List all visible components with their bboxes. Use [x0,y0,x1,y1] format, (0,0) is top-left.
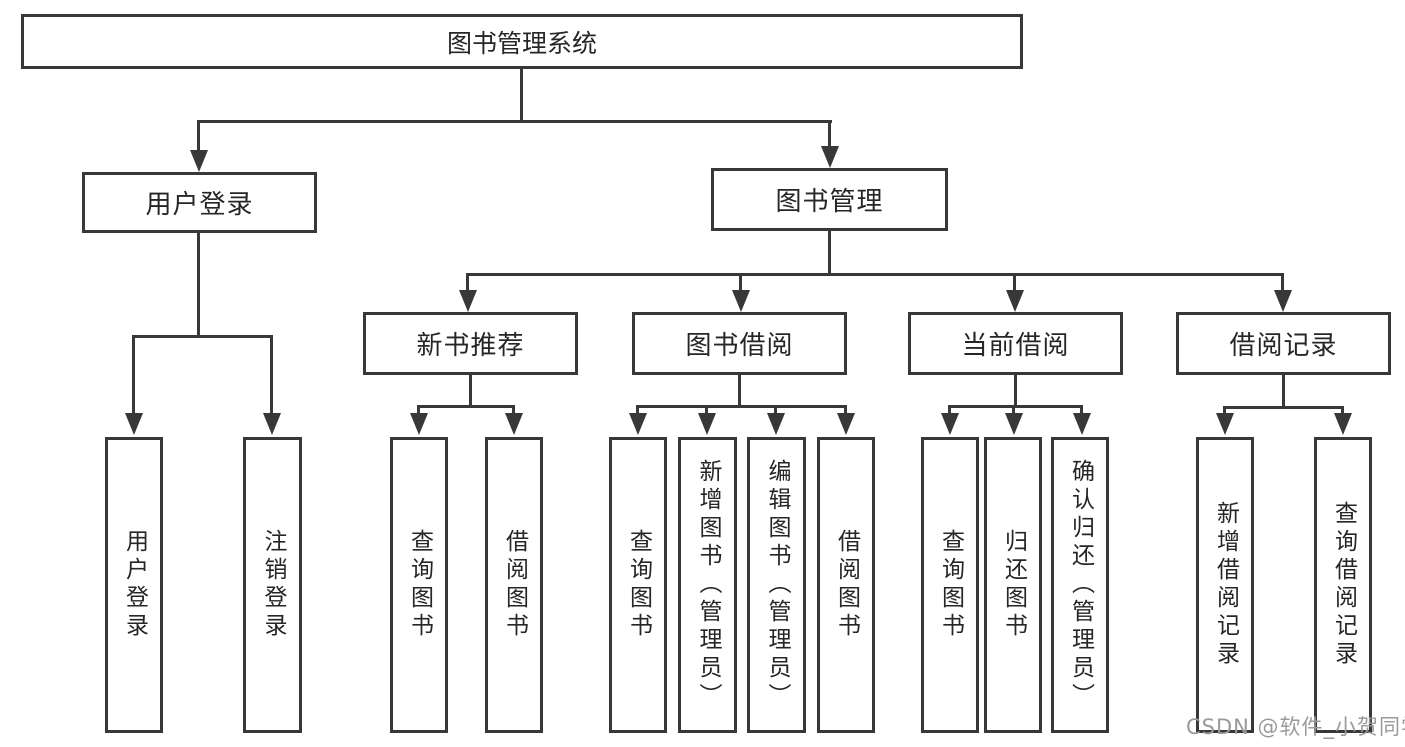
leaf-query-books-current: 查询图书 [921,437,979,733]
leaf-label: 查询图书 [406,529,433,641]
arrowhead-icon [1005,413,1023,435]
connector-line [948,405,1083,408]
arrowhead-icon [1334,413,1352,435]
leaf-label: 查询图书 [625,529,652,641]
connector-line [197,120,200,154]
arrowhead-icon [1274,290,1292,312]
connector-line [828,120,831,148]
connector-line [1013,273,1016,293]
connector-line [469,375,472,405]
connector-line [132,335,273,338]
node-book-management: 图书管理 [711,168,948,231]
leaf-label: 新增图书（管理员） [695,459,721,711]
leaf-label: 查询图书 [937,529,964,641]
leaf-edit-books-admin: 编辑图书（管理员） [747,437,806,733]
connector-line [1080,405,1083,417]
leaf-query-borrow-record: 查询借阅记录 [1314,437,1372,733]
csdn-watermark: CSDN @软件_小贺同学 [1186,715,1405,739]
connector-line [197,233,200,335]
leaf-label: 用户登录 [121,529,148,641]
leaf-confirm-return-admin: 确认归还（管理员） [1051,437,1109,733]
connector-line [1281,273,1284,293]
leaf-label: 借阅图书 [501,529,528,641]
leaf-label: 确认归还（管理员） [1067,459,1094,711]
node-borrow-records-label: 借阅记录 [1229,331,1338,361]
leaf-add-books-admin: 新增图书（管理员） [678,437,737,733]
arrowhead-icon [732,290,750,312]
connector-line [270,335,273,415]
node-new-book-recommend: 新书推荐 [363,312,578,375]
connector-line [417,405,420,417]
node-root: 图书管理系统 [21,14,1023,69]
leaf-return-books: 归还图书 [984,437,1042,733]
leaf-query-books-recommend: 查询图书 [390,437,448,733]
leaf-label: 注销登录 [260,529,286,641]
arrowhead-icon [941,413,959,435]
connector-line [1341,406,1344,417]
connector-line [1282,375,1285,406]
connector-line [1223,406,1344,409]
connector-line [636,405,847,408]
arrowhead-icon [1216,413,1234,435]
leaf-label: 新增借阅记录 [1212,501,1239,669]
node-book-borrow-label: 图书借阅 [685,331,794,361]
arrowhead-icon [190,150,208,172]
connector-line [132,335,135,415]
node-new-book-recommend-label: 新书推荐 [416,331,525,361]
connector-line [1014,375,1017,405]
arrowhead-icon [505,413,523,435]
arrowhead-icon [629,413,647,435]
leaf-label: 借阅图书 [833,529,860,641]
connector-line [738,375,741,405]
connector-line [705,405,708,417]
node-book-management-label: 图书管理 [775,187,884,217]
connector-line [466,273,469,293]
node-borrow-records: 借阅记录 [1176,312,1391,375]
leaf-borrow-books-recommend: 借阅图书 [485,437,543,733]
leaf-add-borrow-record: 新增借阅记录 [1196,437,1254,733]
arrowhead-icon [698,413,716,435]
connector-line [1012,405,1015,417]
arrowhead-icon [459,290,477,312]
arrowhead-icon [263,413,281,435]
connector-line [417,405,515,408]
leaf-label: 归还图书 [1000,529,1027,641]
leaf-user-login: 用户登录 [105,437,163,733]
node-current-borrow-label: 当前借阅 [961,331,1070,361]
connector-line [636,405,639,417]
arrowhead-icon [837,413,855,435]
node-current-borrow: 当前借阅 [908,312,1123,375]
arrowhead-icon [410,413,428,435]
node-user-login-label: 用户登录 [145,190,254,220]
node-book-borrow: 图书借阅 [632,312,847,375]
leaf-borrow-books: 借阅图书 [817,437,875,733]
connector-line [774,405,777,417]
connector-line [844,405,847,417]
arrowhead-icon [767,413,785,435]
connector-line [828,231,831,273]
arrowhead-icon [1073,413,1091,435]
arrowhead-icon [125,413,143,435]
connector-line [520,69,523,120]
node-user-login: 用户登录 [82,172,317,233]
arrowhead-icon [821,146,839,168]
connector-line [1223,406,1226,417]
leaf-query-books-borrow: 查询图书 [609,437,667,733]
connector-line [197,120,832,123]
leaf-label: 查询借阅记录 [1330,501,1357,669]
arrowhead-icon [1006,290,1024,312]
connector-line [948,405,951,417]
leaf-label: 编辑图书（管理员） [764,459,790,711]
leaf-logout: 注销登录 [243,437,302,733]
node-root-label: 图书管理系统 [446,28,597,58]
connector-line [512,405,515,417]
connector-line [739,273,742,293]
connector-line [466,273,1284,276]
